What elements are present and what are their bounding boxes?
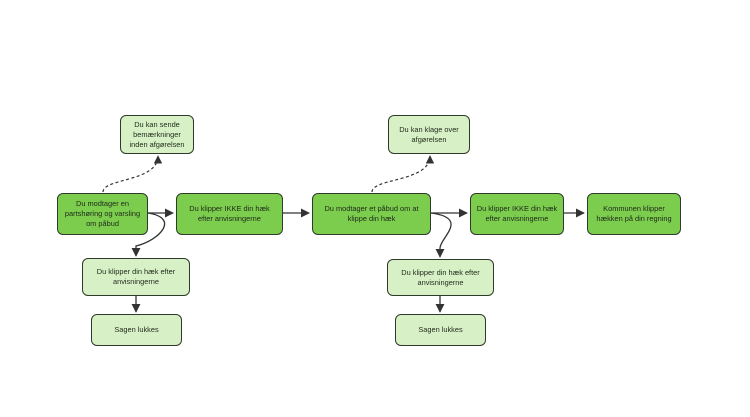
edge-n1-n7 [131, 212, 166, 257]
node-klipper-haek-2: Du klipper din hæk efter anvisningerne [387, 259, 494, 296]
node-klage: Du kan klage over afgørelsen [388, 115, 470, 154]
node-sagen-lukkes-1: Sagen lukkes [91, 314, 182, 346]
edge-n3-n10 [430, 212, 452, 258]
node-kommunen-klipper: Kommunen klipper hækken på din regning [587, 193, 681, 235]
node-paabud: Du modtager et påbud om at klippe din hæ… [312, 193, 431, 235]
node-klipper-haek-1: Du klipper din hæk efter anvisningerne [82, 258, 190, 296]
node-partshoering: Du modtager en partshøring og varsling o… [57, 193, 148, 235]
edge-n1-n6 [102, 155, 163, 193]
node-bemaerkninger: Du kan sende bemærkninger inden afgørels… [120, 115, 194, 154]
node-klipper-ikke-1: Du klipper IKKE din hæk efter anvisninge… [176, 193, 283, 235]
node-klipper-ikke-2: Du klipper IKKE din hæk efter anvisninge… [470, 193, 564, 235]
edge-n3-n9 [371, 155, 435, 193]
node-sagen-lukkes-2: Sagen lukkes [395, 314, 486, 346]
